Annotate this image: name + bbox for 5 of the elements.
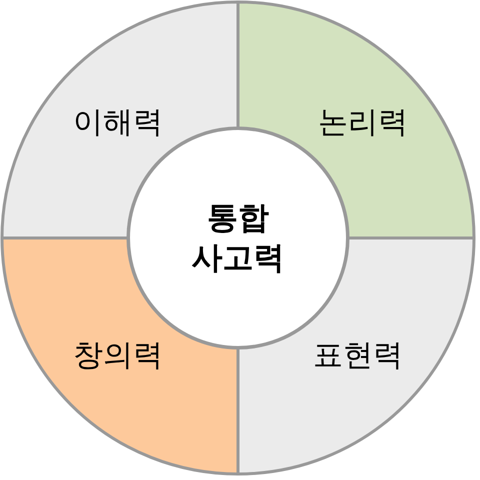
segment-label: 창의력 [73,341,163,371]
segment-label: 논리력 [318,108,408,138]
segment-label: 표현력 [313,341,403,371]
center-label: 통합 사고력 [190,198,286,277]
segment-label: 이해력 [73,108,163,138]
